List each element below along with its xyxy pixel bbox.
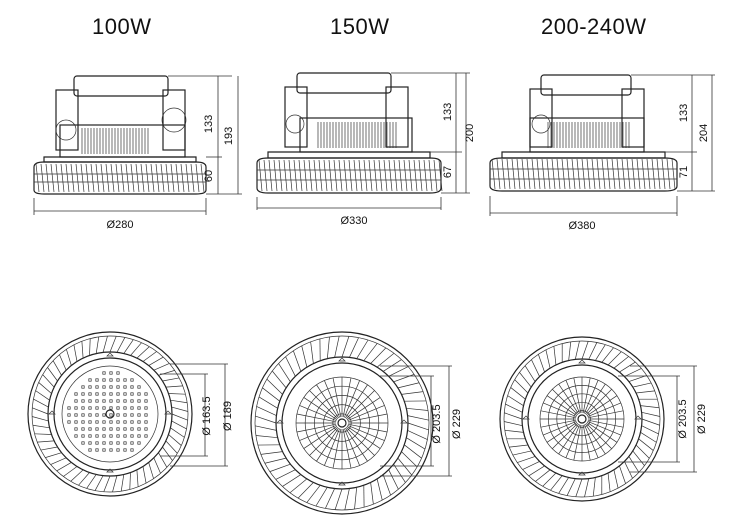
height-label-200-240w: 133 <box>678 104 690 122</box>
inner-diameter-label-200-240w: Ø 203.5 <box>677 399 689 438</box>
model-title-200-240w: 200-240W <box>541 14 647 39</box>
outer-diameter-label-100w: Ø 189 <box>222 401 234 431</box>
top-view-150w <box>250 331 434 515</box>
dimensions-200-240w <box>489 74 715 216</box>
diameter-label-100w: Ø280 <box>107 219 134 231</box>
inner-diameter-label-100w: Ø 163.5 <box>201 396 213 435</box>
top-dimensions-200-240w <box>618 365 697 473</box>
model-title-150w: 150W <box>330 14 390 39</box>
height-label-100w: 133 <box>203 115 215 133</box>
top-view-100w <box>27 331 193 497</box>
total-height-label-150w: 200 <box>464 124 476 142</box>
total-height-label-200-240w: 204 <box>698 124 710 142</box>
side-view-150w <box>256 72 443 194</box>
model-title-100w: 100W <box>92 14 152 39</box>
base-height-label-100w: 60 <box>203 170 215 182</box>
top-dimensions-100w <box>160 363 228 467</box>
top-dimensions-150w <box>380 365 452 477</box>
outer-diameter-label-200-240w: Ø 229 <box>696 404 708 434</box>
diameter-label-150w: Ø330 <box>341 215 368 227</box>
total-height-label-100w: 193 <box>223 127 235 145</box>
outer-diameter-label-150w: Ø 229 <box>451 409 463 439</box>
base-height-label-150w: 67 <box>442 166 454 178</box>
side-view-100w <box>33 75 207 195</box>
dimensions-100w <box>33 75 242 215</box>
height-label-150w: 133 <box>442 103 454 121</box>
base-height-label-200-240w: 71 <box>678 166 690 178</box>
dimensions-150w <box>256 72 470 210</box>
side-view-200-240w <box>489 74 678 192</box>
diameter-label-200-240w: Ø380 <box>569 220 596 232</box>
inner-diameter-label-150w: Ø 203.5 <box>431 404 443 443</box>
top-view-200-240w <box>499 336 665 502</box>
